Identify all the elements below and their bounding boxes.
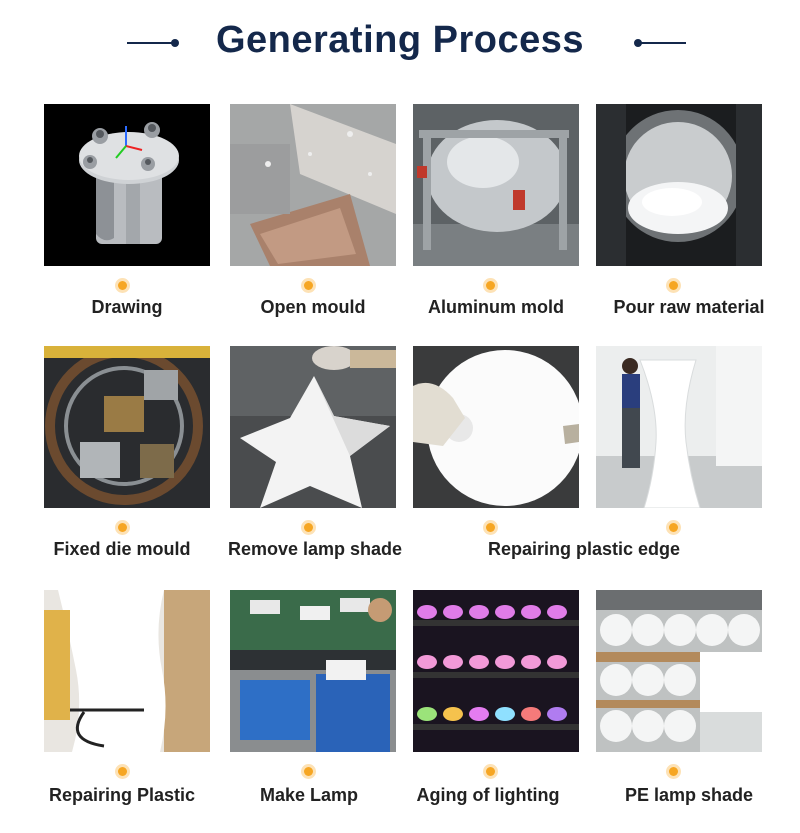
step-marker bbox=[304, 767, 313, 776]
header-left-dot bbox=[171, 39, 179, 47]
step-marker bbox=[486, 523, 495, 532]
step-marker bbox=[118, 523, 127, 532]
raw-material-photo bbox=[596, 104, 762, 266]
step-label-remove-lamp-shade: Remove lamp shade bbox=[227, 539, 403, 559]
drawing-photo bbox=[44, 104, 210, 266]
aluminum-mold-photo bbox=[413, 104, 579, 266]
aging-lighting-photo bbox=[413, 590, 579, 752]
step-marker bbox=[669, 281, 678, 290]
step-label-drawing: Drawing bbox=[91, 297, 163, 317]
page-title: Generating Process bbox=[215, 19, 585, 61]
step-marker bbox=[486, 281, 495, 290]
step-marker bbox=[486, 767, 495, 776]
die-mould-photo bbox=[44, 346, 210, 508]
step-label-pour-raw-material: Pour raw material bbox=[613, 297, 765, 317]
step-label-fixed-die-mould: Fixed die mould bbox=[53, 539, 191, 559]
page-header: Generating Process bbox=[0, 14, 800, 66]
lamp-shade-photo bbox=[230, 346, 396, 508]
pe-shade-photo bbox=[596, 590, 762, 752]
step-marker bbox=[118, 281, 127, 290]
step-marker bbox=[669, 767, 678, 776]
make-lamp-photo bbox=[230, 590, 396, 752]
header-right-line bbox=[638, 42, 686, 44]
plastic-edge-photo bbox=[413, 346, 579, 508]
step-label-open-mould: Open mould bbox=[260, 297, 366, 317]
repair-plastic-photo bbox=[44, 590, 210, 752]
step-marker bbox=[118, 767, 127, 776]
plastic-edge-photo-2 bbox=[596, 346, 762, 508]
step-marker bbox=[304, 523, 313, 532]
step-label-repairing-plastic-edge: Repairing plastic edge bbox=[487, 539, 681, 559]
step-marker bbox=[669, 523, 678, 532]
step-label-aluminum-mold: Aluminum mold bbox=[428, 297, 564, 317]
step-label-pe-lamp-shade: PE lamp shade bbox=[624, 785, 754, 805]
step-label-make-lamp: Make Lamp bbox=[259, 785, 359, 805]
step-label-aging-of-lighting: Aging of lighting bbox=[416, 785, 560, 805]
step-label-repairing-plastic: Repairing Plastic bbox=[48, 785, 196, 805]
open-mould-photo bbox=[230, 104, 396, 266]
step-marker bbox=[304, 281, 313, 290]
header-left-line bbox=[127, 42, 175, 44]
